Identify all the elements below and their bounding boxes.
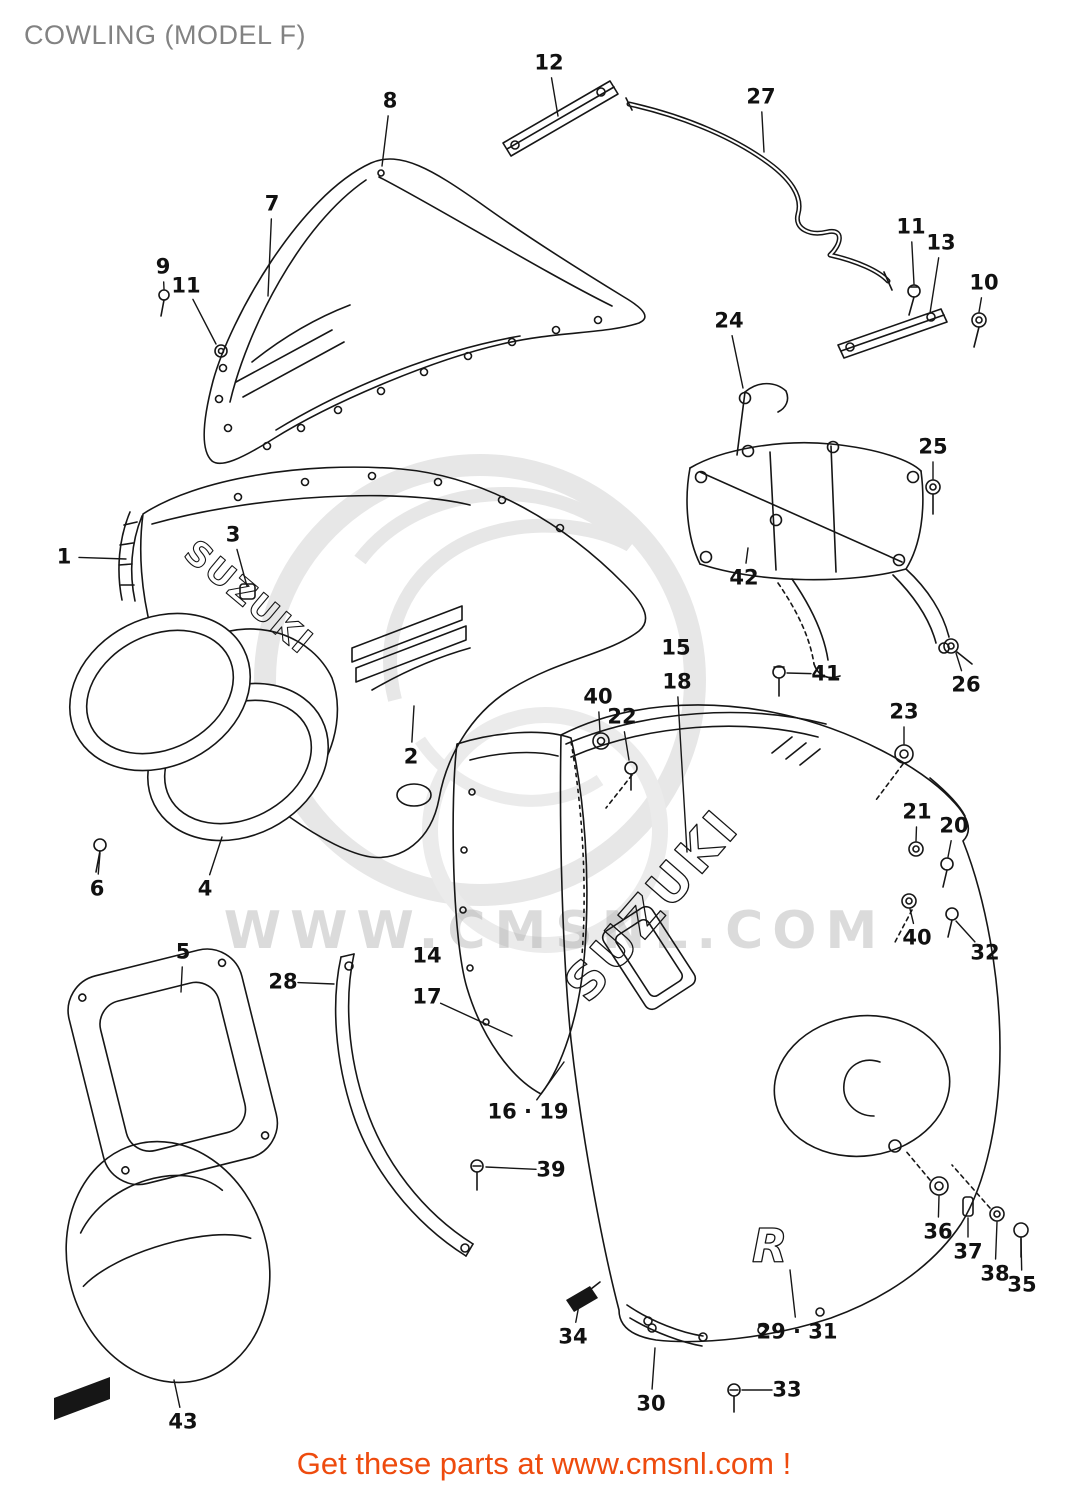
part-number-43: 43 [168, 1409, 198, 1434]
fasteners [875, 744, 1029, 1258]
nut-21-icon [908, 841, 924, 857]
leader-lines [78, 77, 1023, 1409]
part-number-30: 30 [636, 1391, 666, 1416]
stay-bar-part [158, 80, 987, 359]
grommet-36-icon [929, 1176, 949, 1196]
inner-panel-part [452, 731, 638, 1095]
part-number-34: 34 [558, 1324, 588, 1349]
page-title: COWLING (MODEL F) [24, 20, 306, 50]
part-number-6: 6 [89, 876, 105, 901]
part-number-2: 2 [403, 744, 419, 769]
part-number-4: 4 [197, 876, 213, 901]
lens-part [54, 1140, 271, 1420]
trim-strip-part [334, 953, 484, 1257]
part-number-11: 11 [171, 273, 201, 298]
footer-link[interactable]: Get these parts at www.cmsnl.com ! [296, 1446, 792, 1481]
part-number-3: 3 [225, 522, 241, 547]
part-number-28: 28 [268, 969, 298, 994]
part-number-12: 12 [534, 50, 564, 75]
part-number-38: 38 [980, 1261, 1010, 1286]
side-frame-part [67, 948, 279, 1186]
part-number-11: 11 [896, 214, 926, 239]
part-number-42: 42 [729, 565, 759, 590]
part-number-25: 25 [918, 434, 948, 459]
direction-arrow-icon [54, 1377, 110, 1420]
headlamp-trim-part [68, 612, 330, 873]
watermark: WWW.CMSNL.COM [224, 454, 886, 961]
watermark-text: WWW.CMSNL.COM [224, 901, 886, 961]
part-number-18: 18 [662, 669, 692, 694]
part-number-40: 40 [902, 925, 932, 950]
bolt-26-icon [943, 638, 959, 654]
part-number-24: 24 [714, 308, 744, 333]
part-number-21: 21 [902, 799, 932, 824]
part-number-16-19: 16 · 19 [487, 1099, 569, 1124]
hose-part [625, 97, 893, 291]
part-number-15: 15 [661, 635, 691, 660]
washer-40-icon [901, 893, 917, 909]
part-number-9: 9 [155, 254, 171, 279]
part-number-20: 20 [939, 813, 969, 838]
part-number-1: 1 [56, 544, 72, 569]
bracket-part [686, 382, 973, 697]
part-number-29-31: 29 · 31 [756, 1319, 838, 1344]
part-number-26: 26 [951, 672, 981, 697]
nose-strip-part [118, 511, 143, 602]
grommet-40-icon [592, 732, 610, 750]
part-number-13: 13 [926, 230, 956, 255]
part-number-5: 5 [175, 939, 191, 964]
part-number-39: 39 [536, 1157, 566, 1182]
nut-38-icon [989, 1206, 1005, 1222]
part-number-7: 7 [264, 191, 280, 216]
r-logo: R [752, 1219, 787, 1273]
part-number-35: 35 [1007, 1272, 1037, 1297]
part-number-8: 8 [382, 88, 398, 113]
part-number-36: 36 [923, 1219, 953, 1244]
part-number-22: 22 [607, 704, 637, 729]
part-number-23: 23 [889, 699, 919, 724]
part-number-27: 27 [746, 84, 776, 109]
grommet-23-icon [894, 744, 914, 764]
part-number-41: 41 [811, 661, 841, 686]
part-number-40: 40 [583, 684, 613, 709]
clamp-34-icon [566, 1286, 598, 1312]
part-number-32: 32 [970, 940, 1000, 965]
part-number-10: 10 [969, 270, 999, 295]
nut-11-icon [214, 344, 228, 358]
part-number-33: 33 [772, 1377, 802, 1402]
windscreen-part [203, 158, 646, 465]
part-number-14: 14 [412, 943, 442, 968]
spacer-37-icon [962, 1196, 974, 1217]
part-number-17: 17 [412, 984, 442, 1009]
part-number-37: 37 [953, 1239, 983, 1264]
